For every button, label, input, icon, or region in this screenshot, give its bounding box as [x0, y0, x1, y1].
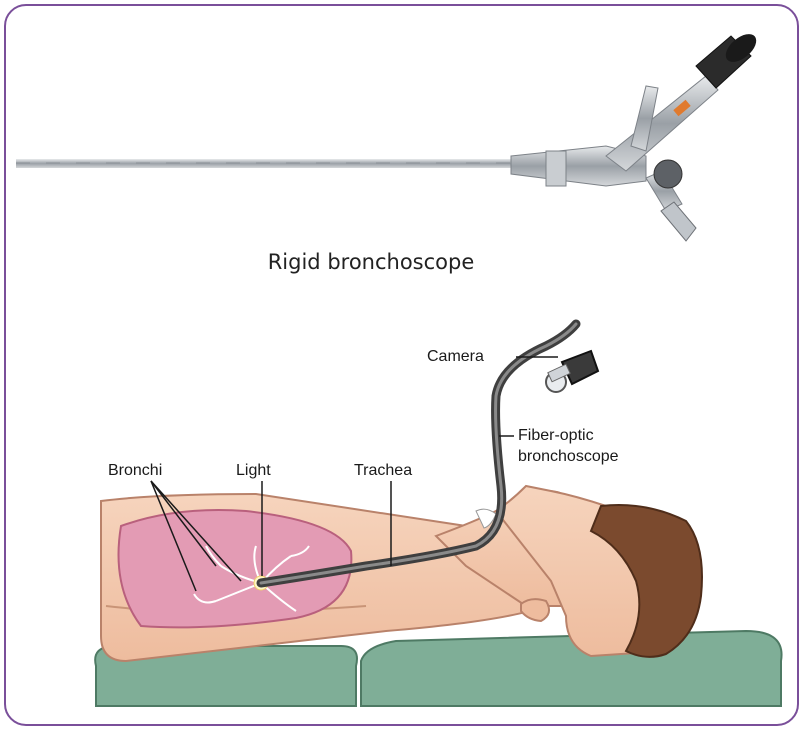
lung	[119, 510, 352, 627]
label-camera: Camera	[427, 347, 484, 367]
figure-frame: Rigid bronchoscope Camera Fiber-optic br…	[4, 4, 799, 726]
label-bronchoscope: bronchoscope	[518, 447, 619, 467]
label-trachea: Trachea	[354, 461, 412, 481]
label-fiber-optic: Fiber-optic	[518, 426, 594, 446]
label-bronchi: Bronchi	[108, 461, 162, 481]
figure-caption: Rigid bronchoscope	[6, 250, 736, 274]
pillow-right	[361, 631, 782, 706]
rigid-bronchoscope-image	[6, 6, 799, 726]
label-light: Light	[236, 461, 271, 481]
